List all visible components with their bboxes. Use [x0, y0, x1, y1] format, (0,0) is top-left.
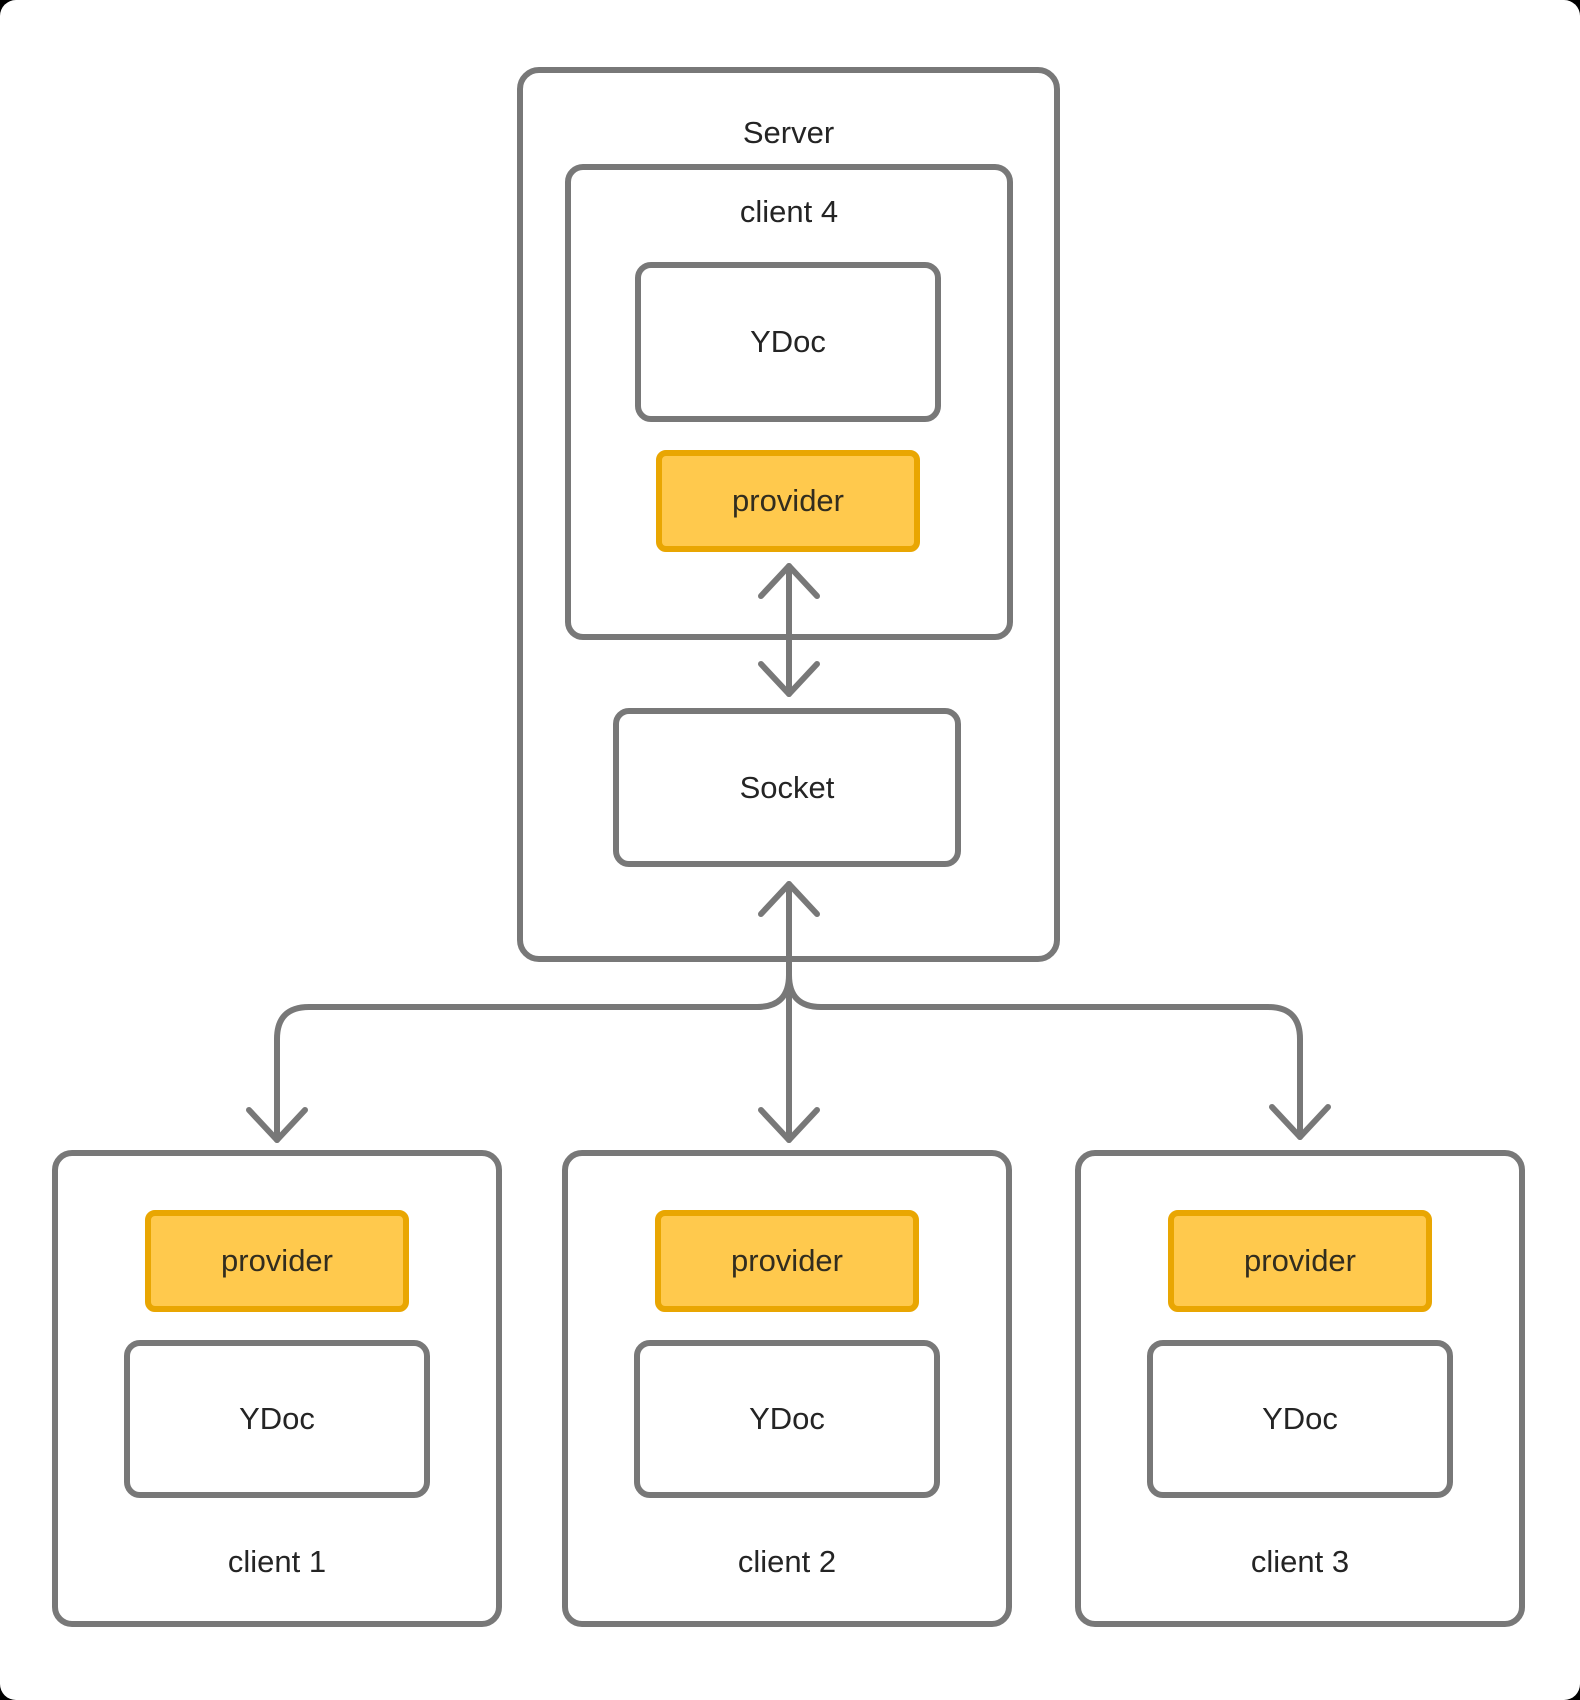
branch-to-client3-line	[786, 972, 1303, 1140]
socket-box: Socket	[613, 708, 961, 867]
provider-box-client3: provider	[1168, 1210, 1432, 1312]
provider-label-client2: provider	[731, 1243, 843, 1278]
client3-label: client 3	[1250, 1544, 1350, 1579]
branch-to-client1-head	[246, 1107, 308, 1143]
ydoc-box-client1: YDoc	[124, 1340, 430, 1498]
client1-label: client 1	[227, 1544, 327, 1579]
ydoc-label-client1: YDoc	[239, 1401, 315, 1436]
branch-to-client1-line	[274, 972, 792, 1143]
ydoc-box-client3: YDoc	[1147, 1340, 1453, 1498]
provider-box-client1: provider	[145, 1210, 409, 1312]
branch-to-client3-head	[1269, 1104, 1331, 1140]
client2-box: client 2	[562, 1150, 1012, 1627]
server-label: Server	[742, 115, 835, 150]
provider-label-client1: provider	[221, 1243, 333, 1278]
socket-label: Socket	[739, 769, 835, 805]
provider-box-client4: provider	[656, 450, 920, 552]
provider-label-client3: provider	[1244, 1243, 1356, 1278]
ydoc-box-client4: YDoc	[635, 262, 941, 422]
client3-box: client 3	[1075, 1150, 1525, 1627]
ydoc-box-client2: YDoc	[634, 1340, 940, 1498]
arrow-socket-client2-down-head	[758, 1107, 820, 1143]
provider-box-client2: provider	[655, 1210, 919, 1312]
ydoc-label-client3: YDoc	[1262, 1401, 1338, 1436]
client4-label: client 4	[739, 194, 839, 229]
client1-box: client 1	[52, 1150, 502, 1627]
provider-label-client4: provider	[732, 483, 844, 518]
ydoc-label-client2: YDoc	[749, 1401, 825, 1436]
client2-label: client 2	[737, 1544, 837, 1579]
ydoc-label-client4: YDoc	[750, 324, 826, 359]
